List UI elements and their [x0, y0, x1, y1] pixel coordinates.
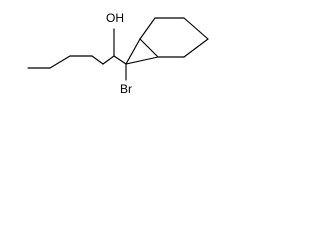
cyclopropane-bond-2	[125, 56, 159, 65]
carbinol-to-cyclopropane-bond	[113, 55, 127, 65]
chain-bond-4	[91, 55, 104, 65]
cyclopropane-fusion-bond	[139, 38, 159, 58]
cyclohexane-bond-4	[183, 38, 209, 58]
cyclohexane-bond-1	[139, 17, 156, 40]
hydroxyl-label: OH	[106, 11, 124, 25]
cyclohexane-bond-3	[183, 17, 209, 40]
cyclopropane-bond-1	[125, 38, 141, 65]
chain-bond-5	[102, 55, 115, 65]
chemical-structure-diagram: OH Br	[27, 11, 209, 96]
bromine-label: Br	[120, 82, 132, 96]
chain-bond-2	[49, 55, 71, 69]
